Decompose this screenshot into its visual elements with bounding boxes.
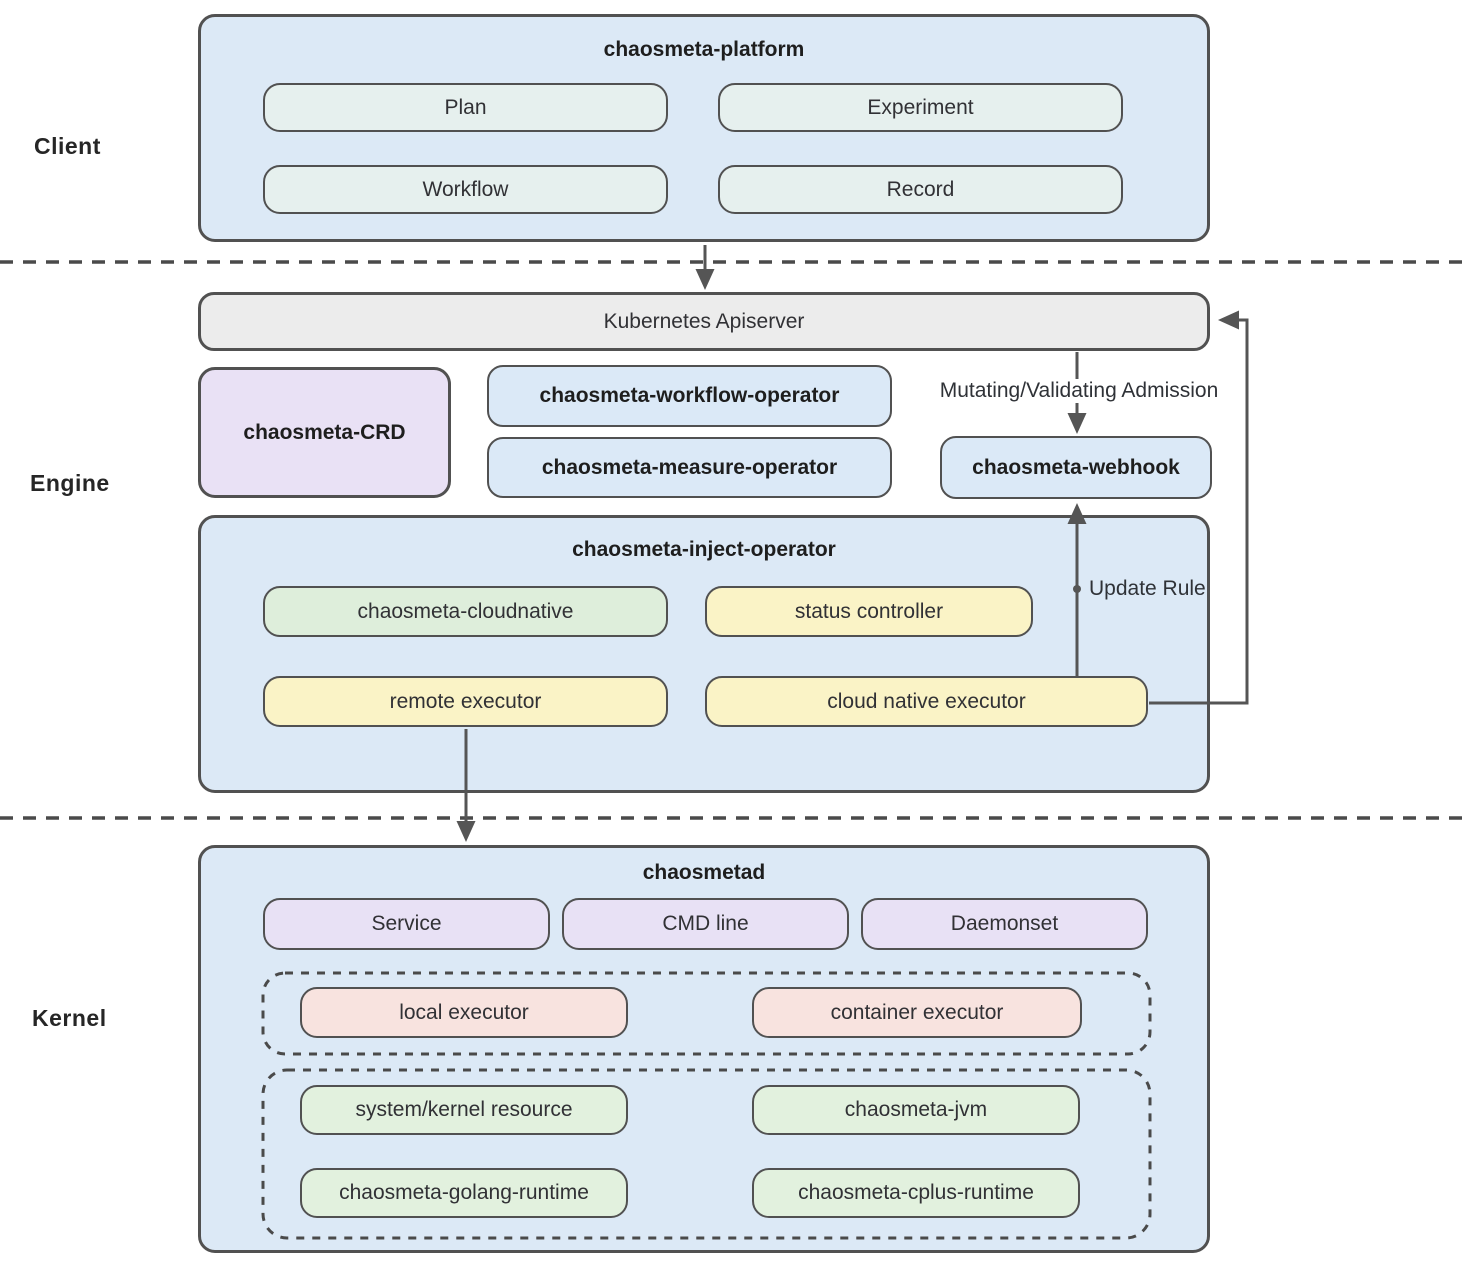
update-rule-label: Update Rule — [1089, 577, 1206, 600]
record-box: Record — [718, 165, 1123, 214]
arrow-left-icon — [1218, 310, 1239, 330]
system-kernel-resource-box: system/kernel resource — [300, 1085, 628, 1135]
local-executor-box: local executor — [300, 987, 628, 1038]
status-controller-box: status controller — [705, 586, 1033, 637]
plan-box: Plan — [263, 83, 668, 132]
layer-label-engine: Engine — [30, 470, 110, 496]
chaosmeta-golang-runtime-box: chaosmeta-golang-runtime — [300, 1168, 628, 1218]
chaosmeta-crd-box: chaosmeta-CRD — [198, 367, 451, 498]
chaosmeta-jvm-box: chaosmeta-jvm — [752, 1085, 1080, 1135]
kubernetes-apiserver-box: Kubernetes Apiserver — [198, 292, 1210, 351]
service-box: Service — [263, 898, 550, 950]
workflow-box: Workflow — [263, 165, 668, 214]
cloud-native-executor-box: cloud native executor — [705, 676, 1148, 727]
container-executor-box: container executor — [752, 987, 1082, 1038]
cmd-line-box: CMD line — [562, 898, 849, 950]
chaosmeta-inject-operator-title: chaosmeta-inject-operator — [572, 538, 836, 561]
arrow-down-icon — [456, 821, 476, 842]
chaosmeta-workflow-operator-box: chaosmeta-workflow-operator — [487, 365, 892, 427]
layer-label-kernel: Kernel — [32, 1005, 107, 1031]
chaosmeta-inject-operator-box: chaosmeta-inject-operator — [198, 515, 1210, 793]
remote-executor-box: remote executor — [263, 676, 668, 727]
chaosmetad-title: chaosmetad — [642, 861, 766, 884]
arrow-down-icon — [695, 269, 715, 290]
chaosmeta-cplus-runtime-box: chaosmeta-cplus-runtime — [752, 1168, 1080, 1218]
arrow-down-icon — [1067, 413, 1087, 434]
chaosmeta-cloudnative-box: chaosmeta-cloudnative — [263, 586, 668, 637]
admission-label: Mutating/Validating Admission — [936, 379, 1222, 403]
chaosmeta-webhook-box: chaosmeta-webhook — [940, 436, 1212, 499]
chaosmeta-platform-title: chaosmeta-platform — [603, 38, 805, 61]
chaosmeta-measure-operator-box: chaosmeta-measure-operator — [487, 437, 892, 498]
experiment-box: Experiment — [718, 83, 1123, 132]
layer-label-client: Client — [34, 133, 101, 159]
daemonset-box: Daemonset — [861, 898, 1148, 950]
